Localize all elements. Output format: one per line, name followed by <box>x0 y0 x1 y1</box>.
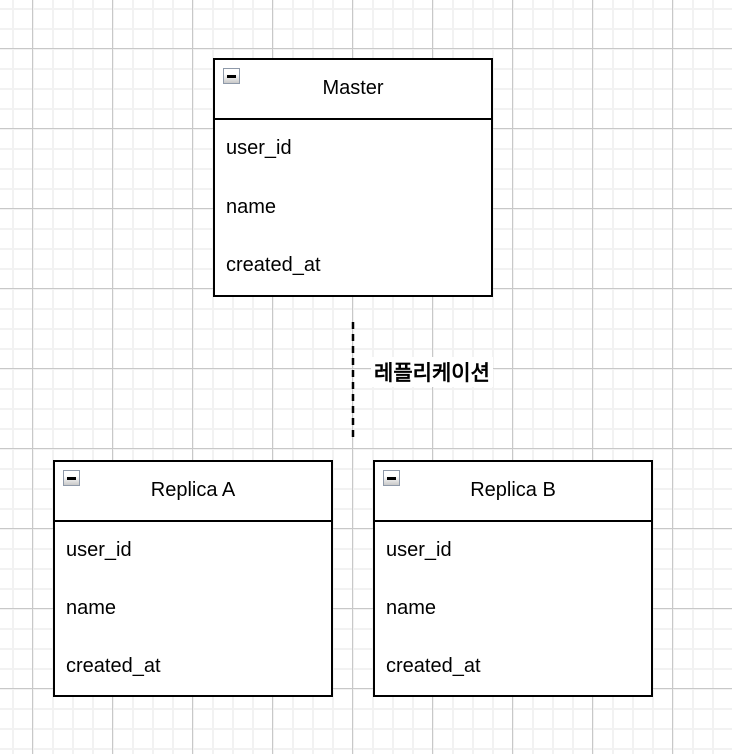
field-label: created_at <box>226 254 321 277</box>
collapse-icon[interactable] <box>63 470 80 486</box>
entity-replica-b-body: user_id name created_at <box>375 522 651 696</box>
entity-master[interactable]: Master user_id name created_at <box>213 58 493 297</box>
field-row-user-id[interactable]: user_id <box>55 522 331 580</box>
minus-icon <box>387 476 396 480</box>
field-row-user-id[interactable]: user_id <box>215 120 491 179</box>
collapse-icon[interactable] <box>223 68 240 84</box>
field-row-created-at[interactable]: created_at <box>375 637 651 695</box>
entity-title: Replica B <box>470 479 556 502</box>
entity-replica-a-header[interactable]: Replica A <box>55 462 331 522</box>
field-row-user-id[interactable]: user_id <box>375 522 651 580</box>
field-row-created-at[interactable]: created_at <box>55 637 331 695</box>
field-label: user_id <box>226 137 292 160</box>
entity-replica-a-body: user_id name created_at <box>55 522 331 696</box>
field-row-name[interactable]: name <box>215 178 491 237</box>
minus-icon <box>227 74 236 78</box>
entity-replica-a[interactable]: Replica A user_id name created_at <box>53 460 333 697</box>
field-label: user_id <box>386 538 452 561</box>
entity-master-body: user_id name created_at <box>215 120 491 296</box>
minus-icon <box>67 476 76 480</box>
field-label: created_at <box>66 654 161 677</box>
field-row-name[interactable]: name <box>375 579 651 637</box>
field-label: user_id <box>66 538 132 561</box>
field-row-created-at[interactable]: created_at <box>215 237 491 296</box>
field-row-name[interactable]: name <box>55 579 331 637</box>
entity-replica-b-header[interactable]: Replica B <box>375 462 651 522</box>
collapse-icon[interactable] <box>383 470 400 486</box>
edge-label[interactable]: 레플리케이션 <box>371 357 493 387</box>
replication-edge[interactable] <box>340 321 366 441</box>
field-label: name <box>66 596 117 619</box>
field-label: name <box>226 195 277 218</box>
entity-title: Master <box>322 77 384 100</box>
entity-replica-b[interactable]: Replica B user_id name created_at <box>373 460 653 697</box>
field-label: created_at <box>386 654 481 677</box>
entity-master-header[interactable]: Master <box>215 60 491 120</box>
entity-title: Replica A <box>150 479 236 502</box>
field-label: name <box>386 596 437 619</box>
